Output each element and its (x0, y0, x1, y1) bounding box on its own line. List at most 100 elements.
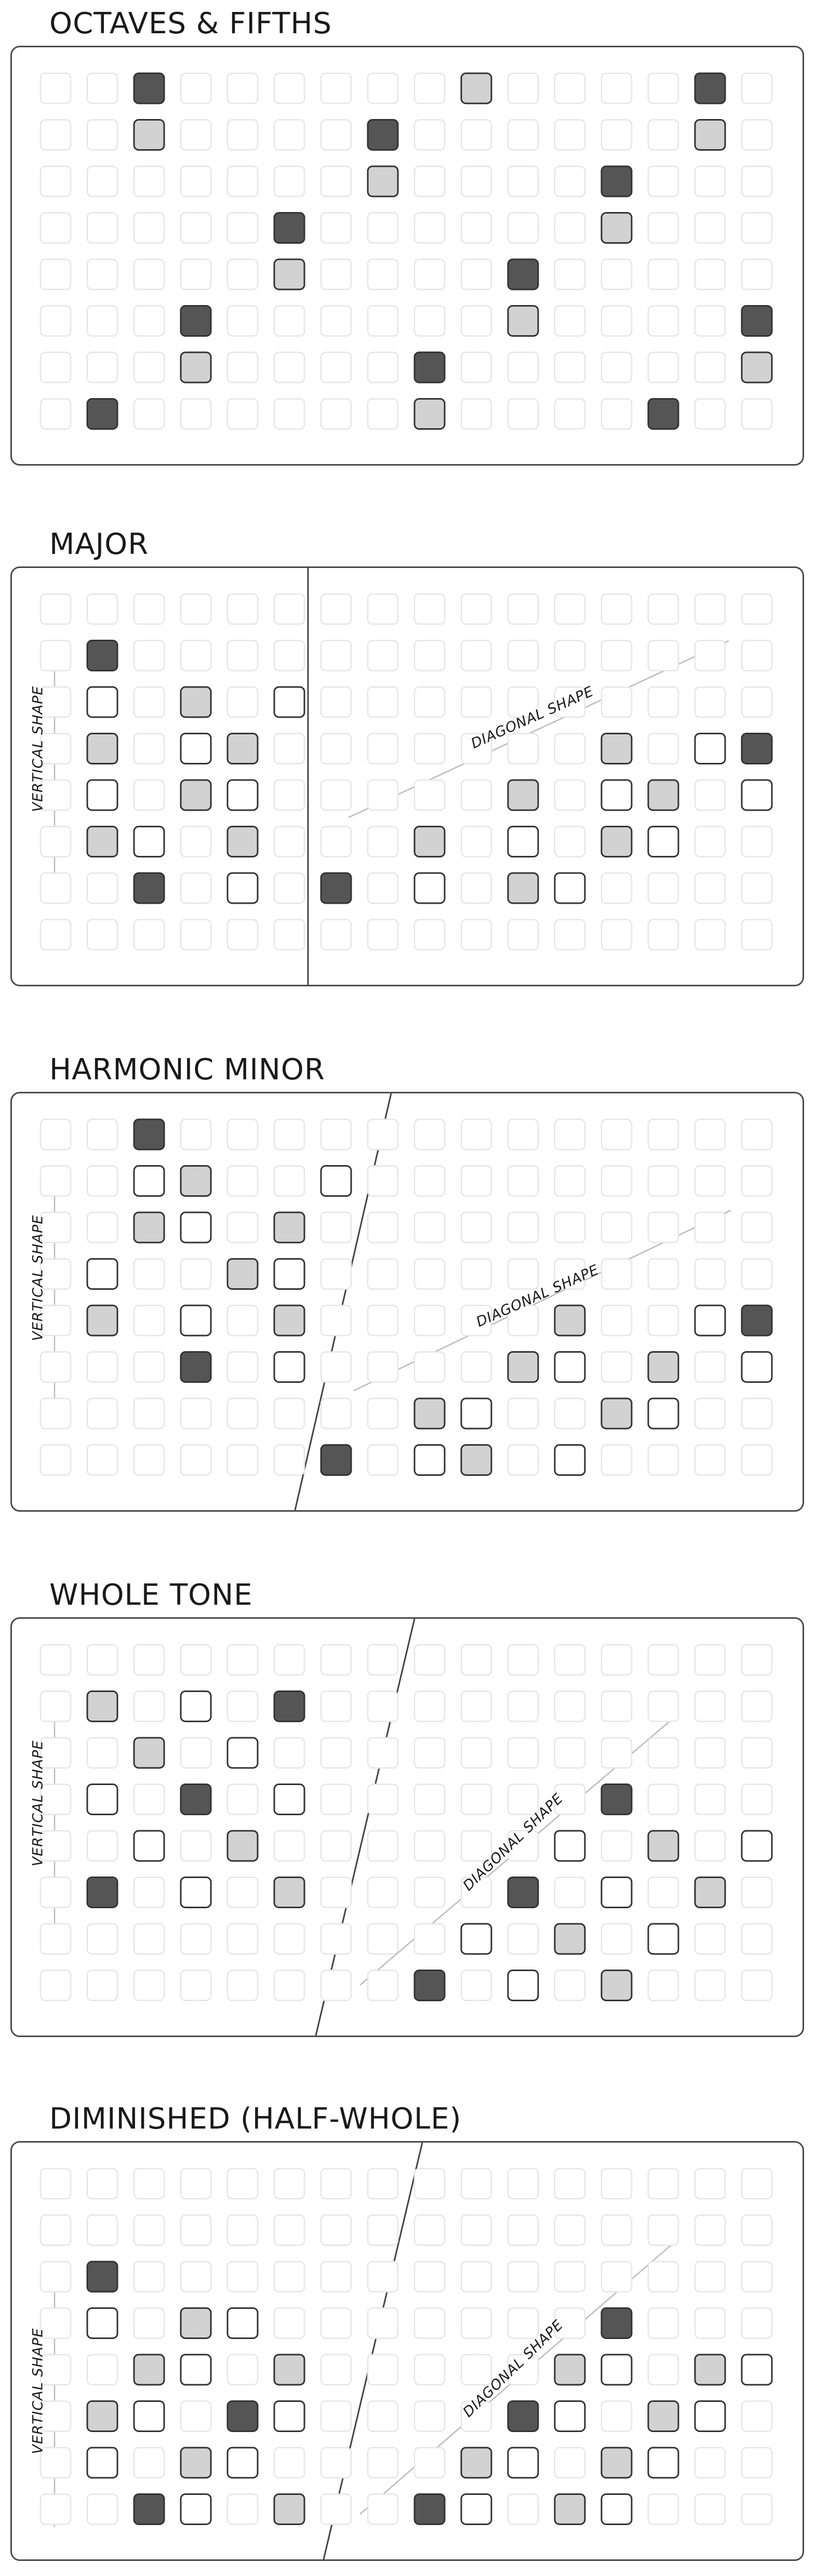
pad-inactive (39, 2400, 72, 2432)
pad-inactive (413, 1923, 446, 1955)
pad-inactive (226, 1211, 259, 1244)
pad-inactive (226, 1118, 259, 1151)
pad-root-note (694, 72, 726, 104)
pad-inactive (180, 398, 212, 430)
pad-inactive (694, 2261, 726, 2293)
pad-inactive (39, 2261, 72, 2293)
pad-inactive (554, 2214, 586, 2246)
pad-inactive (741, 2307, 773, 2339)
pad-inactive (647, 2307, 679, 2339)
pad-highlight-note (507, 305, 539, 337)
pad-scale-note (86, 2307, 118, 2339)
pad-inactive (180, 212, 212, 244)
pad-inactive (180, 258, 212, 290)
pad-scale-note (600, 2354, 633, 2386)
scale-divider-line (294, 1093, 392, 1511)
pad-scale-note (647, 2447, 679, 2479)
pad-highlight-note (180, 2447, 212, 2479)
pad-inactive (600, 1211, 633, 1244)
pad-inactive (600, 305, 633, 337)
pad-inactive (367, 398, 399, 430)
pad-inactive (39, 826, 72, 857)
pad-inactive (133, 1304, 165, 1337)
pad-inactive (320, 1877, 352, 1908)
pad-inactive (133, 2214, 165, 2246)
pad-inactive (554, 351, 586, 384)
pad-inactive (320, 2307, 352, 2339)
pad-inactive (647, 919, 679, 950)
pad-inactive (694, 1165, 726, 1197)
pad-inactive (226, 1923, 259, 1955)
pad-grid-octaves-fifths (39, 72, 773, 430)
pad-inactive (694, 1397, 726, 1430)
pad-inactive (694, 919, 726, 950)
pad-inactive (39, 593, 72, 625)
pad-inactive (133, 1444, 165, 1476)
pad-scale-note (413, 872, 446, 904)
pad-inactive (460, 1304, 492, 1337)
pad-inactive (507, 2261, 539, 2293)
pad-inactive (367, 1397, 399, 1430)
pad-inactive (600, 2261, 633, 2293)
pad-inactive (647, 686, 679, 718)
pad-inactive (413, 733, 446, 764)
pad-inactive (741, 212, 773, 244)
pad-inactive (39, 2447, 72, 2479)
pad-inactive (600, 1830, 633, 1862)
pad-inactive (460, 2307, 492, 2339)
pad-inactive (180, 2214, 212, 2246)
pad-inactive (741, 826, 773, 857)
pad-scale-note (554, 1351, 586, 1383)
pad-inactive (507, 351, 539, 384)
pad-scale-note (273, 686, 305, 718)
pad-inactive (367, 1690, 399, 1722)
pad-inactive (413, 212, 446, 244)
pad-scale-note (554, 2400, 586, 2432)
pad-inactive (226, 2493, 259, 2525)
pad-inactive (460, 686, 492, 718)
pad-inactive (694, 305, 726, 337)
pad-highlight-note (413, 1397, 446, 1430)
pad-inactive (741, 2447, 773, 2479)
scale-divider-line (315, 1618, 416, 2036)
pad-inactive (413, 2214, 446, 2246)
pad-scale-note (226, 2447, 259, 2479)
pad-inactive (226, 1444, 259, 1476)
pad-inactive (39, 1444, 72, 1476)
pad-inactive (647, 258, 679, 290)
pad-inactive (694, 1970, 726, 2001)
pad-inactive (39, 165, 72, 197)
pad-inactive (273, 1923, 305, 1955)
pad-inactive (554, 1397, 586, 1430)
pad-inactive (367, 1165, 399, 1197)
pad-scale-note (273, 1351, 305, 1383)
pad-inactive (180, 872, 212, 904)
pad-inactive (320, 1258, 352, 1290)
pad-inactive (647, 1304, 679, 1337)
pad-inactive (320, 2447, 352, 2479)
pad-inactive (741, 1644, 773, 1676)
pad-highlight-note (694, 1877, 726, 1908)
pad-inactive (647, 212, 679, 244)
pad-inactive (600, 1118, 633, 1151)
pad-inactive (554, 1644, 586, 1676)
pad-scale-note (507, 2447, 539, 2479)
pad-inactive (39, 398, 72, 430)
pad-inactive (180, 1923, 212, 1955)
pad-inactive (647, 2214, 679, 2246)
pad-inactive (273, 1118, 305, 1151)
diagram-panel-whole-tone: VERTICAL SHAPE DIAGONAL SHAPE (10, 1617, 804, 2037)
pad-inactive (694, 398, 726, 430)
pad-highlight-note (554, 1923, 586, 1955)
pad-inactive (460, 1737, 492, 1769)
pad-inactive (367, 1351, 399, 1383)
pad-inactive (180, 1258, 212, 1290)
pad-inactive (460, 733, 492, 764)
pad-inactive (554, 1690, 586, 1722)
pad-inactive (133, 351, 165, 384)
pad-inactive (226, 72, 259, 104)
pad-inactive (180, 593, 212, 625)
pad-inactive (39, 2354, 72, 2386)
pad-inactive (39, 351, 72, 384)
pad-inactive (226, 1397, 259, 1430)
